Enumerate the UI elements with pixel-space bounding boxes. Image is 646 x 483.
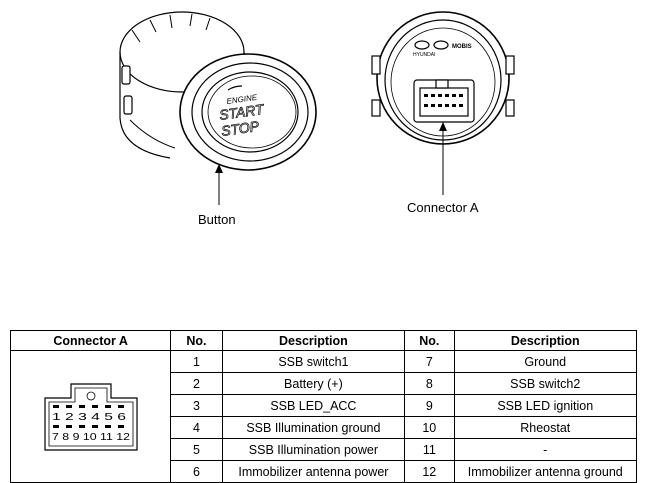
header-no-2: No. <box>404 330 455 351</box>
header-no-1: No. <box>170 330 223 351</box>
connector-brand-hyundai: HYUNDAI <box>413 52 436 58</box>
pin-no: 2 <box>170 372 223 395</box>
start-stop-button-drawing <box>119 11 317 171</box>
pin-no: 4 <box>170 416 223 439</box>
header-description-2: Description <box>453 330 638 351</box>
pin-no: 6 <box>170 460 223 483</box>
header-connector: Connector A <box>9 330 172 351</box>
table-row: 1 2 3 4 5 6 7 8 9 10 11 12 1 SSB switch1… <box>9 350 638 483</box>
pin-description: SSB Illumination ground <box>221 416 406 439</box>
button-callout-label: Button <box>198 212 236 227</box>
connector-brand-mobis: MOBIS <box>452 44 472 50</box>
header-description-1: Description <box>221 330 406 351</box>
button-engine-text: ENGINE <box>226 93 258 106</box>
pin-no: 9 <box>404 394 455 417</box>
pin-description: - <box>453 438 638 461</box>
connector-pointer-arrow <box>439 122 447 195</box>
pin-no: 3 <box>170 394 223 417</box>
connector-pinout-cell: 1 2 3 4 5 6 7 8 9 10 11 12 <box>9 350 172 483</box>
button-start-text: START <box>218 101 266 123</box>
pin-description: SSB switch1 <box>221 350 406 373</box>
pin-description: Rheostat <box>453 416 638 439</box>
table-row: 5 SSB Illumination power 11 - <box>11 438 638 461</box>
connector-rear-drawing <box>371 11 515 145</box>
connector-callout-label: Connector A <box>407 200 479 215</box>
pin-description: Battery (+) <box>221 372 406 395</box>
pin-description: Ground <box>453 350 638 373</box>
table-row: 6 Immobilizer antenna power 12 Immobiliz… <box>11 460 638 483</box>
connector-pinout-diagram: 1 2 3 4 5 6 7 8 9 10 11 12 <box>44 382 138 451</box>
pin-description: Immobilizer antenna power <box>221 460 406 483</box>
pin-no: 11 <box>404 438 455 461</box>
pin-no: 7 <box>404 350 455 373</box>
pin-no: 1 <box>170 350 223 373</box>
pin-description: SSB LED_ACC <box>221 394 406 417</box>
table-row: 2 Battery (+) 8 SSB switch2 <box>11 372 638 395</box>
pin-description: SSB Illumination power <box>221 438 406 461</box>
pin-labels-top: 1 2 3 4 5 6 <box>52 411 126 423</box>
pin-description-table: Connector A No. Description No. Descript… <box>9 330 638 483</box>
button-stop-text: STOP <box>220 118 260 139</box>
pin-no: 10 <box>404 416 455 439</box>
pin-no: 12 <box>404 460 455 483</box>
component-illustration: ENGINE START STOP HYUNDAI MOBIS <box>119 11 515 205</box>
button-pointer-arrow <box>215 164 223 205</box>
pin-no: 8 <box>404 372 455 395</box>
table-header-row: Connector A No. Description No. Descript… <box>9 330 638 351</box>
pin-labels-bottom: 7 8 9 10 11 12 <box>52 431 130 443</box>
pin-description: SSB LED ignition <box>453 394 638 417</box>
pin-description: SSB switch2 <box>453 372 638 395</box>
pin-no: 5 <box>170 438 223 461</box>
pin-description: Immobilizer antenna ground <box>453 460 638 483</box>
